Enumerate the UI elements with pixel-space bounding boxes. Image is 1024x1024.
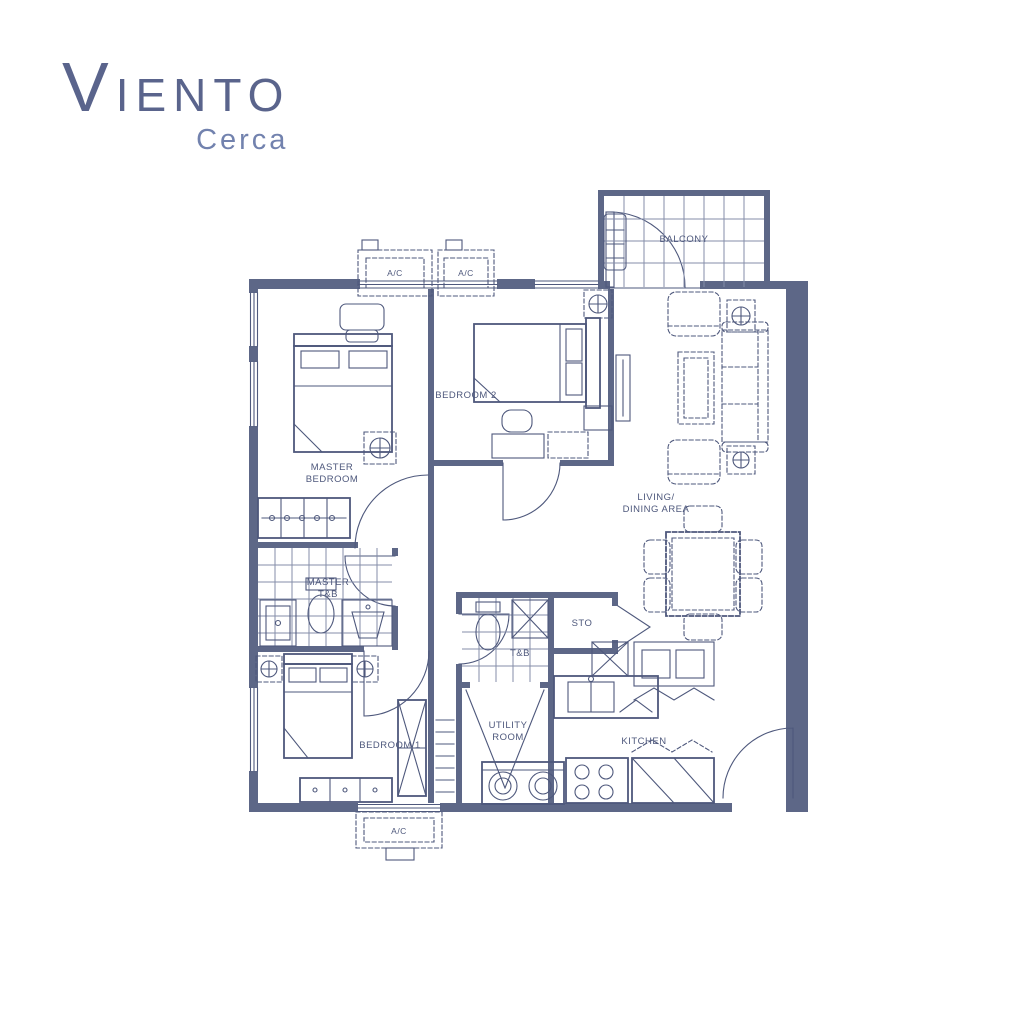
- base-cabinet-symbol: [631, 739, 715, 804]
- tb-label: T&B: [510, 648, 530, 659]
- kitchen-label: KITCHEN: [621, 736, 666, 747]
- tb-floor-tiles: [462, 598, 548, 682]
- master-bedroom-label-2: BEDROOM: [306, 474, 359, 485]
- nightstand-lamp-symbol: [363, 431, 397, 465]
- bed-symbol: [293, 333, 393, 453]
- master-tb-floor-tiles: [258, 548, 392, 646]
- dining-chair-symbol: [643, 539, 671, 575]
- utility-label-1: UTILITY: [489, 720, 528, 731]
- sink-counter-symbol: [553, 675, 659, 719]
- vanity-sink-symbol: [341, 599, 393, 647]
- ac-label: A/C: [391, 826, 407, 836]
- entry-door-arc: [722, 727, 794, 799]
- brand-title: VIENTO: [62, 48, 291, 126]
- sto-label: STO: [572, 618, 593, 629]
- side-table-lamp-symbol: [726, 299, 756, 333]
- closet-symbol: [257, 497, 351, 539]
- chair-symbol: [339, 303, 385, 343]
- dining-table-symbol: [665, 531, 741, 617]
- balcony-label: BALCONY: [660, 234, 709, 245]
- toilet-symbol: [305, 577, 337, 634]
- toilet-symbol: [475, 601, 501, 651]
- master-tb-label-1: MASTER: [307, 577, 350, 588]
- ac-label: A/C: [387, 268, 403, 278]
- room-master-tb: MASTER T&B: [258, 548, 393, 647]
- upper-cabinet-symbol: [633, 641, 715, 701]
- shower-symbol: [511, 599, 549, 639]
- living-dining-label-1: LIVING/: [637, 492, 674, 503]
- dining-chair-symbol: [735, 539, 763, 575]
- side-table-lamp-symbol: [726, 445, 756, 475]
- nightstand-lamp-symbol: [351, 655, 379, 683]
- stove-symbol: [565, 757, 629, 804]
- bedroom-1-door-arc: [363, 650, 430, 717]
- living-dining-label-2: DINING AREA: [623, 504, 690, 515]
- wardrobe-symbol: [397, 699, 427, 797]
- bedroom-1-label: BEDROOM 1: [359, 740, 421, 751]
- nightstand-lamp-symbol: [255, 655, 283, 683]
- dining-chair-symbol: [643, 577, 671, 613]
- bedroom-2-label: BEDROOM 2: [435, 390, 497, 401]
- washer-dryer-symbol: [481, 761, 565, 805]
- room-utility: UTILITY ROOM: [481, 720, 565, 805]
- duct-symbol: [591, 641, 629, 677]
- dining-chair-symbol: [683, 613, 723, 641]
- bedroom-2-door-arc: [502, 462, 561, 521]
- balcony-door-arc: [609, 211, 686, 288]
- balcony-door-leaf: [605, 211, 615, 288]
- utility-label-2: ROOM: [492, 732, 524, 743]
- utility-door-fold: [465, 689, 545, 789]
- sofa-symbol: [721, 321, 769, 453]
- dresser-symbol: [547, 431, 589, 459]
- dining-chair-symbol: [683, 505, 723, 533]
- room-tb: T&B: [462, 598, 549, 682]
- sto-door-fold: [617, 605, 652, 649]
- balcony-floor-grid: [604, 196, 764, 287]
- living-area: LIVING/ DINING AREA: [615, 291, 769, 515]
- planter-symbol: [603, 213, 627, 271]
- brand-subtitle: Cerca: [196, 124, 289, 156]
- master-tb-label-2: T&B: [318, 589, 338, 600]
- master-bedroom-label-1: MASTER: [311, 462, 354, 473]
- ac-unit-top-right: A/C: [437, 239, 495, 297]
- doors: [344, 211, 794, 799]
- nightstand-symbol: [583, 405, 613, 431]
- tv-console-symbol: [615, 354, 631, 422]
- armchair-symbol: [667, 291, 721, 337]
- master-bedroom-door-arc: [354, 474, 429, 549]
- dining-area: [643, 505, 763, 641]
- coffee-table-symbol: [677, 351, 715, 425]
- shower-symbol: [259, 599, 297, 647]
- room-bedroom-2: BEDROOM 2: [435, 289, 613, 459]
- room-balcony: BALCONY: [603, 196, 764, 287]
- room-master-bedroom: MASTER BEDROOM: [257, 303, 397, 539]
- room-kitchen: KITCHEN: [553, 641, 715, 804]
- bed-symbol: [283, 653, 353, 759]
- room-sto: STO: [572, 618, 593, 629]
- nightstand-lamp-symbol: [583, 289, 613, 319]
- walls: [249, 190, 808, 812]
- desk-chair-symbol: [491, 409, 545, 459]
- room-bedroom-1: BEDROOM 1: [255, 653, 427, 803]
- dresser-symbol: [299, 777, 393, 803]
- tb-door-arc: [458, 613, 510, 665]
- ac-unit-bottom: A/C: [355, 811, 443, 861]
- hall-closet-symbol: [435, 719, 455, 793]
- brand-logo: VIENTO Cerca: [62, 52, 290, 157]
- ac-unit-top-left: A/C: [357, 239, 433, 297]
- dining-chair-symbol: [735, 577, 763, 613]
- ac-label: A/C: [458, 268, 474, 278]
- armchair-symbol: [667, 439, 721, 485]
